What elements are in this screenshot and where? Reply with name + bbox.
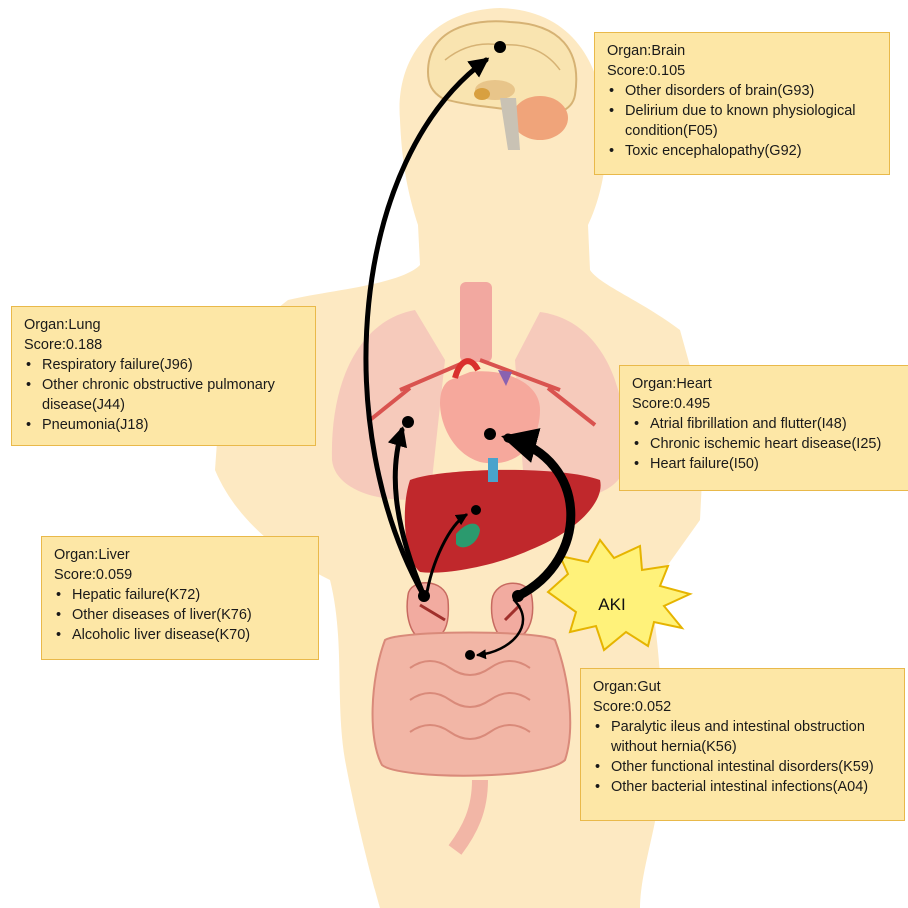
liver-info-box: Organ:Liver Score:0.059 Hepatic failure(… — [41, 536, 319, 660]
dot-liver — [471, 505, 481, 515]
list-item: Hepatic failure(K72) — [72, 585, 308, 605]
gut-diagnosis-list: Paralytic ileus and intestinal obstructi… — [593, 717, 894, 797]
brain-info-box: Organ:Brain Score:0.105 Other disorders … — [594, 32, 890, 175]
lung-organ-title: Organ:Lung — [24, 315, 305, 335]
list-item: Delirium due to known physiological cond… — [625, 101, 879, 141]
aki-label: AKI — [598, 595, 625, 614]
list-item: Chronic ischemic heart disease(I25) — [650, 434, 898, 454]
list-item: Heart failure(I50) — [650, 454, 898, 474]
heart-diagnosis-list: Atrial fibrillation and flutter(I48) Chr… — [632, 414, 898, 474]
list-item: Other chronic obstructive pulmonary dise… — [42, 375, 305, 415]
list-item: Atrial fibrillation and flutter(I48) — [650, 414, 898, 434]
list-item: Other bacterial intestinal infections(A0… — [611, 777, 894, 797]
list-item: Other disorders of brain(G93) — [625, 81, 879, 101]
list-item: Respiratory failure(J96) — [42, 355, 305, 375]
lung-score: Score:0.188 — [24, 335, 305, 355]
heart-score: Score:0.495 — [632, 394, 898, 414]
dot-kidney-left — [418, 590, 430, 602]
lung-info-box: Organ:Lung Score:0.188 Respiratory failu… — [11, 306, 316, 446]
brain-diagnosis-list: Other disorders of brain(G93) Delirium d… — [607, 81, 879, 161]
gut-info-box: Organ:Gut Score:0.052 Paralytic ileus an… — [580, 668, 905, 821]
heart-organ-title: Organ:Heart — [632, 374, 898, 394]
gut-organ-title: Organ:Gut — [593, 677, 894, 697]
list-item: Pneumonia(J18) — [42, 415, 305, 435]
list-item: Toxic encephalopathy(G92) — [625, 141, 879, 161]
brain-organ-title: Organ:Brain — [607, 41, 879, 61]
liver-diagnosis-list: Hepatic failure(K72) Other diseases of l… — [54, 585, 308, 645]
dot-heart — [484, 428, 496, 440]
dot-brain — [494, 41, 506, 53]
liver-score: Score:0.059 — [54, 565, 308, 585]
list-item: Alcoholic liver disease(K70) — [72, 625, 308, 645]
dot-lung — [402, 416, 414, 428]
list-item: Paralytic ileus and intestinal obstructi… — [611, 717, 894, 757]
dot-gut — [465, 650, 475, 660]
dot-kidney-right — [512, 590, 524, 602]
gut-score: Score:0.052 — [593, 697, 894, 717]
list-item: Other functional intestinal disorders(K5… — [611, 757, 894, 777]
brain-score: Score:0.105 — [607, 61, 879, 81]
heart-info-box: Organ:Heart Score:0.495 Atrial fibrillat… — [619, 365, 908, 491]
liver-organ-title: Organ:Liver — [54, 545, 308, 565]
list-item: Other diseases of liver(K76) — [72, 605, 308, 625]
lung-diagnosis-list: Respiratory failure(J96) Other chronic o… — [24, 355, 305, 435]
